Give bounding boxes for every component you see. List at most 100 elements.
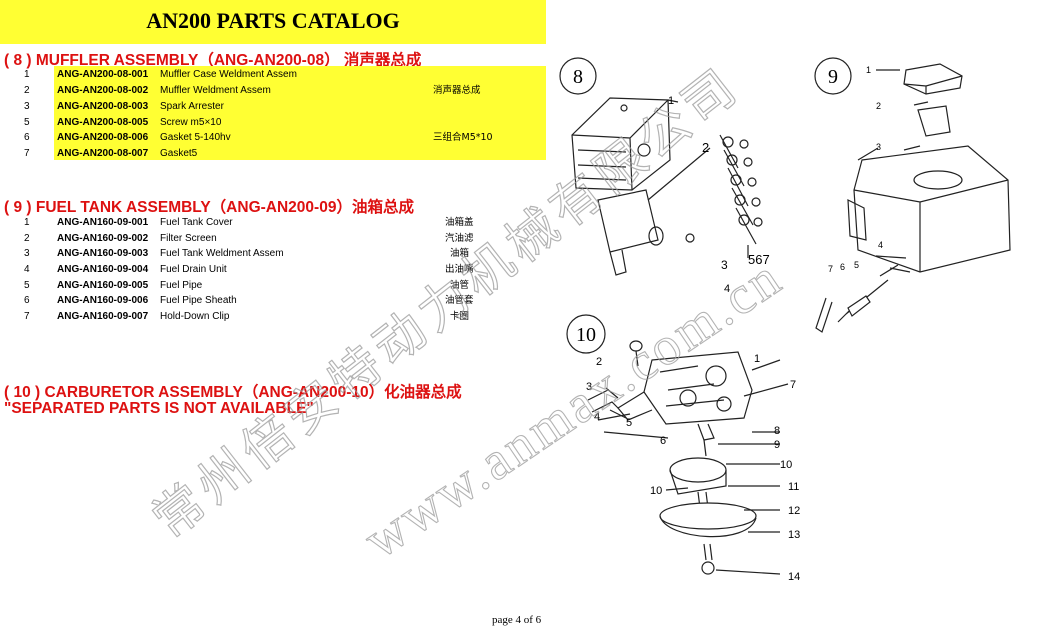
svg-text:6: 6 (660, 435, 666, 447)
svg-text:6: 6 (840, 262, 845, 272)
table-row: 2 ANG-AN200-08-002 Muffler Weldment Asse… (0, 83, 546, 99)
svg-text:9: 9 (774, 439, 780, 451)
svg-text:5: 5 (854, 260, 859, 270)
part-description: Fuel Tank Cover (160, 217, 233, 228)
svg-text:10: 10 (780, 459, 792, 471)
part-description: Muffler Case Weldment Assem (160, 69, 297, 80)
table-row: 6 ANG-AN200-08-006 Gasket 5-140hv 三组合M5*… (0, 130, 546, 146)
part-chinese-name: 卡圈 (450, 311, 470, 322)
part-description: Spark Arrester (160, 101, 224, 112)
section-heading-carburetor: ( 10 ) CARBURETOR ASSEMBLY（ANG-AN200-10）… (4, 384, 462, 401)
part-number: 1 (24, 217, 30, 228)
part-chinese-name: 油管套 (445, 295, 474, 306)
part-chinese-name: 油箱盖 (445, 217, 474, 228)
svg-text:4: 4 (724, 283, 730, 295)
table-row: 1 ANG-AN160-09-001 Fuel Tank Cover 油箱盖 (0, 215, 546, 231)
part-number: 2 (24, 85, 30, 96)
svg-text:10: 10 (576, 324, 596, 346)
part-number: 2 (24, 233, 30, 244)
part-number: 7 (24, 311, 30, 322)
exploded-diagram: 8 9 10 1 2 567 3 4 (559, 57, 1011, 583)
svg-text:9: 9 (828, 66, 838, 88)
svg-text:13: 13 (788, 529, 800, 541)
part-number: 4 (24, 264, 30, 275)
part-code: ANG-AN200-08-003 (57, 101, 149, 112)
part-code: ANG-AN160-09-005 (57, 280, 149, 291)
page-number: page 4 of 6 (492, 614, 542, 626)
table-row: 1 ANG-AN200-08-001 Muffler Case Weldment… (0, 67, 546, 83)
muffler-drawing: 1 2 567 3 4 (571, 95, 770, 295)
part-description: Fuel Pipe Sheath (160, 295, 237, 306)
part-code: ANG-AN160-09-007 (57, 311, 149, 322)
part-description: Filter Screen (160, 233, 217, 244)
svg-text:14: 14 (788, 571, 800, 583)
fuel-tank-drawing: 1 2 3 4 7 6 5 (815, 63, 1011, 333)
part-chinese-name: 三组合M5*10 (433, 132, 493, 143)
part-number: 1 (24, 69, 30, 80)
svg-text:11: 11 (788, 481, 799, 493)
svg-text:8: 8 (774, 425, 780, 437)
part-number: 6 (24, 295, 30, 306)
part-code: ANG-AN200-08-002 (57, 85, 149, 96)
carburetor-drawing: 1 2 3 4 5 6 7 8 9 10 10 11 12 13 14 (586, 340, 800, 583)
svg-text:3: 3 (876, 142, 881, 152)
table-row: 7 ANG-AN160-09-007 Hold-Down Clip 卡圈 (0, 309, 546, 325)
table-row: 5 ANG-AN160-09-005 Fuel Pipe 油管 (0, 278, 546, 294)
part-chinese-name: 出油嘴 (445, 264, 474, 275)
svg-text:7: 7 (828, 264, 833, 274)
section-heading-fuel-tank: ( 9 ) FUEL TANK ASSEMBLY（ANG-AN200-09）油箱… (4, 199, 414, 216)
part-number: 5 (24, 117, 30, 128)
svg-text:1: 1 (866, 65, 871, 75)
svg-text:10: 10 (650, 485, 662, 497)
part-code: ANG-AN200-08-007 (57, 148, 149, 159)
page-title: AN200 PARTS CATALOG (146, 8, 400, 33)
part-description: Hold-Down Clip (160, 311, 230, 322)
part-number: 3 (24, 248, 30, 259)
part-description: Muffler Weldment Assem (160, 85, 271, 96)
part-chinese-name: 消声器总成 (433, 85, 481, 96)
table-row: 3 ANG-AN200-08-003 Spark Arrester (0, 99, 546, 115)
muffler-highlight (54, 66, 546, 160)
part-description: Fuel Tank Weldment Assem (160, 248, 284, 259)
svg-text:7: 7 (790, 379, 796, 391)
svg-text:5: 5 (626, 417, 632, 429)
part-chinese-name: 油箱 (450, 248, 470, 259)
table-row: 2 ANG-AN160-09-002 Filter Screen 汽油滤 (0, 231, 546, 247)
svg-text:2: 2 (876, 101, 881, 111)
part-number: 3 (24, 101, 30, 112)
part-code: ANG-AN200-08-001 (57, 69, 149, 80)
part-number: 6 (24, 132, 30, 143)
badge-8: 8 (559, 57, 597, 95)
svg-text:4: 4 (594, 411, 600, 423)
svg-text:4: 4 (878, 240, 883, 250)
part-code: ANG-AN160-09-001 (57, 217, 149, 228)
part-description: Fuel Pipe (160, 280, 203, 291)
svg-text:3: 3 (721, 258, 728, 272)
svg-text:1: 1 (668, 95, 674, 107)
part-chinese-name: 汽油滤 (445, 233, 474, 244)
svg-text:2: 2 (702, 140, 709, 155)
part-code: ANG-AN160-09-004 (57, 264, 149, 275)
part-description: Gasket 5-140hv (160, 132, 231, 143)
part-code: ANG-AN160-09-003 (57, 248, 149, 259)
section-heading-muffler: ( 8 ) MUFFLER ASSEMBLY（ANG-AN200-08） 消声器… (4, 52, 422, 69)
svg-text:1: 1 (754, 353, 760, 365)
part-description: Fuel Drain Unit (160, 264, 227, 275)
part-chinese-name: 油管 (450, 280, 470, 291)
part-code: ANG-AN160-09-002 (57, 233, 149, 244)
part-code: ANG-AN200-08-005 (57, 117, 149, 128)
part-code: ANG-AN200-08-006 (57, 132, 149, 143)
title-banner (0, 0, 546, 44)
table-row: 7 ANG-AN200-08-007 Gasket5 (0, 146, 546, 162)
svg-text:3: 3 (586, 381, 592, 393)
badge-9: 9 (814, 57, 852, 95)
table-row: 4 ANG-AN160-09-004 Fuel Drain Unit 出油嘴 (0, 262, 546, 278)
table-row: 5 ANG-AN200-08-005 Screw m5×10 (0, 115, 546, 131)
part-number: 5 (24, 280, 30, 291)
svg-text:567: 567 (748, 252, 770, 267)
part-number: 7 (24, 148, 30, 159)
svg-text:8: 8 (573, 66, 583, 88)
svg-text:2: 2 (596, 356, 602, 368)
table-row: 3 ANG-AN160-09-003 Fuel Tank Weldment As… (0, 246, 546, 262)
badge-10: 10 (566, 314, 606, 354)
